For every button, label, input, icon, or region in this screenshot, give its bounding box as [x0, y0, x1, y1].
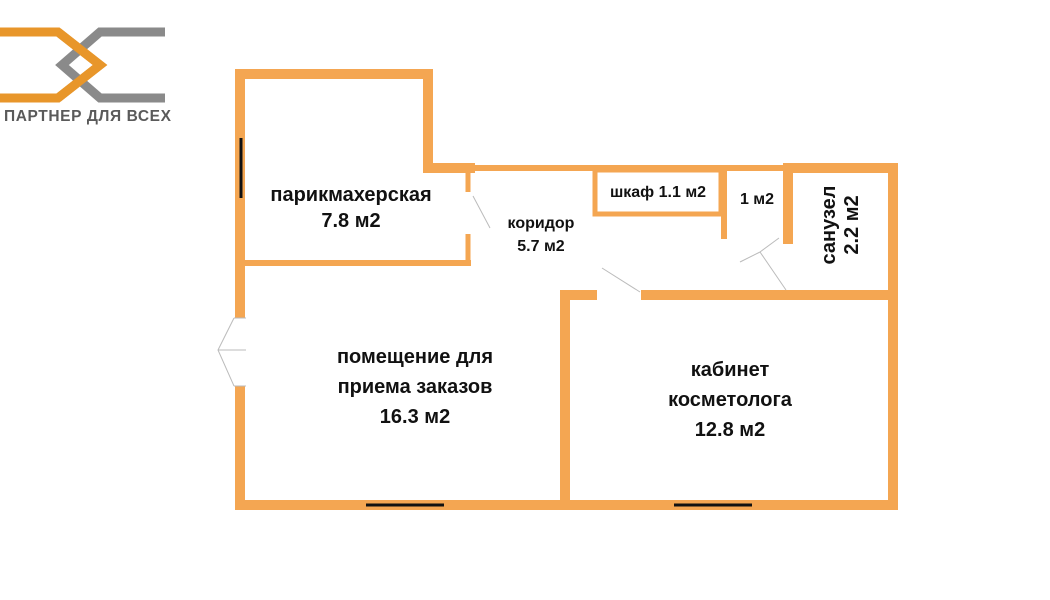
room-area: 16.3 м2	[379, 406, 451, 428]
window-left	[234, 318, 246, 386]
room-area: 7.8 м2	[321, 210, 381, 232]
room-label-hairdresser: парикмахерская 7.8 м2	[249, 182, 453, 234]
room-name: парикмахерская	[270, 184, 432, 206]
door-bathroom	[783, 244, 793, 290]
door-small	[733, 232, 779, 238]
door-cosmetologist	[597, 290, 641, 300]
company-logo: ПАРТНЕР ДЛЯ ВСЕХ	[0, 20, 180, 130]
door-hairdresser	[463, 192, 473, 234]
logo-text: ПАРТНЕР ДЛЯ ВСЕХ	[4, 108, 172, 125]
room-name-line1: кабинет	[690, 359, 770, 381]
room-label-closet: шкаф 1.1 м2	[598, 183, 718, 204]
room-name-line2: приема заказов	[337, 376, 493, 398]
room-name: коридор	[507, 215, 575, 232]
room-label-reception: помещение для приема заказов 16.3 м2	[305, 342, 525, 432]
room-area: 12.8 м2	[694, 419, 766, 441]
room-area: 2.2 м2	[841, 195, 863, 255]
room-label-corridor: коридор 5.7 м2	[494, 212, 588, 258]
room-name-line2: косметолога	[668, 389, 792, 411]
room-name: санузел	[818, 185, 840, 265]
room-label-cosmetologist: кабинет косметолога 12.8 м2	[630, 355, 830, 445]
room-name: шкаф 1.1 м2	[609, 184, 707, 201]
room-label-small: 1 м2	[727, 190, 787, 211]
room-name-line1: помещение для	[336, 346, 494, 368]
room-label-bathroom: санузел 2.2 м2	[818, 179, 864, 271]
room-name: 1 м2	[739, 191, 775, 208]
room-area: 5.7 м2	[517, 238, 565, 256]
logo-mark-icon	[0, 27, 165, 103]
